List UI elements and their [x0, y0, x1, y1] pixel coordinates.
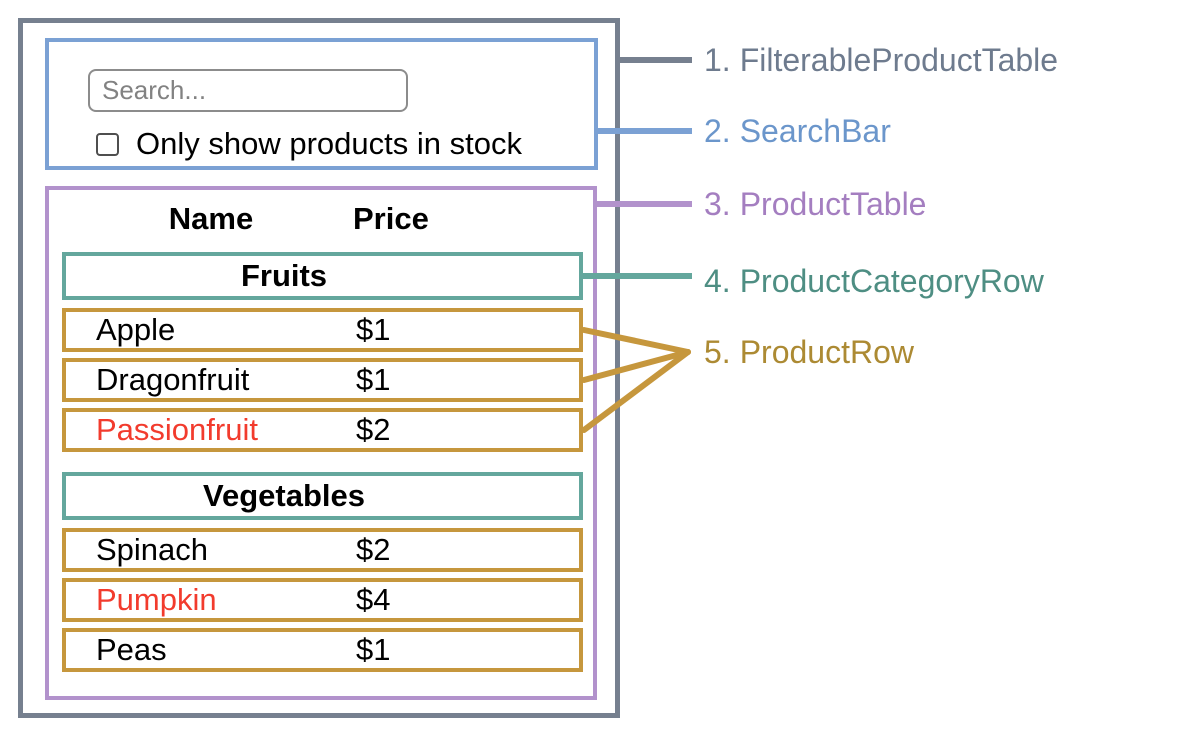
legend-number: 5. — [704, 334, 731, 370]
product-name: Spinach — [96, 532, 209, 567]
product-row: Peas $1 — [62, 628, 583, 672]
legend-number: 3. — [704, 186, 731, 222]
product-price: $4 — [356, 582, 391, 617]
legend-number: 1. — [704, 42, 731, 78]
product-price: $1 — [356, 362, 391, 397]
in-stock-filter: Only show products in stock — [96, 126, 522, 161]
product-row: Pumpkin $4 — [62, 578, 583, 622]
product-row: Spinach $2 — [62, 528, 583, 572]
legend-search-bar: 2. SearchBar — [704, 113, 891, 149]
search-input[interactable] — [88, 69, 408, 112]
legend-product-row: 5. ProductRow — [704, 334, 914, 370]
legend-label: ProductCategoryRow — [739, 263, 1044, 299]
product-name: Pumpkin — [96, 582, 217, 617]
legend-label: SearchBar — [739, 113, 891, 149]
product-category-row: Fruits — [62, 252, 583, 300]
product-row: Dragonfruit $1 — [62, 358, 583, 402]
in-stock-checkbox-label: Only show products in stock — [136, 126, 522, 161]
legend-number: 4. — [704, 263, 731, 299]
product-price: $1 — [356, 632, 391, 667]
legend-product-category-row: 4. ProductCategoryRow — [704, 263, 1044, 299]
product-row: Passionfruit $2 — [62, 408, 583, 452]
product-row: Apple $1 — [62, 308, 583, 352]
product-category-row: Vegetables — [62, 472, 583, 520]
price-column-header: Price — [353, 201, 429, 236]
category-label: Fruits — [240, 258, 328, 293]
legend-label: ProductRow — [739, 334, 914, 370]
legend-product-table: 3. ProductTable — [704, 186, 926, 222]
legend-label: FilterableProductTable — [739, 42, 1059, 78]
legend-number: 2. — [704, 113, 731, 149]
product-name: Dragonfruit — [96, 362, 250, 397]
product-price: $2 — [356, 532, 391, 567]
product-name: Peas — [96, 632, 167, 667]
product-price: $1 — [356, 312, 391, 347]
name-column-header: Name — [168, 201, 254, 236]
product-name: Passionfruit — [96, 412, 258, 447]
in-stock-checkbox[interactable] — [96, 132, 119, 156]
product-name: Apple — [96, 312, 176, 347]
legend-filterable-product-table: 1. FilterableProductTable — [704, 42, 1058, 78]
product-price: $2 — [356, 412, 391, 447]
legend-label: ProductTable — [739, 186, 927, 222]
category-label: Vegetables — [203, 478, 365, 513]
